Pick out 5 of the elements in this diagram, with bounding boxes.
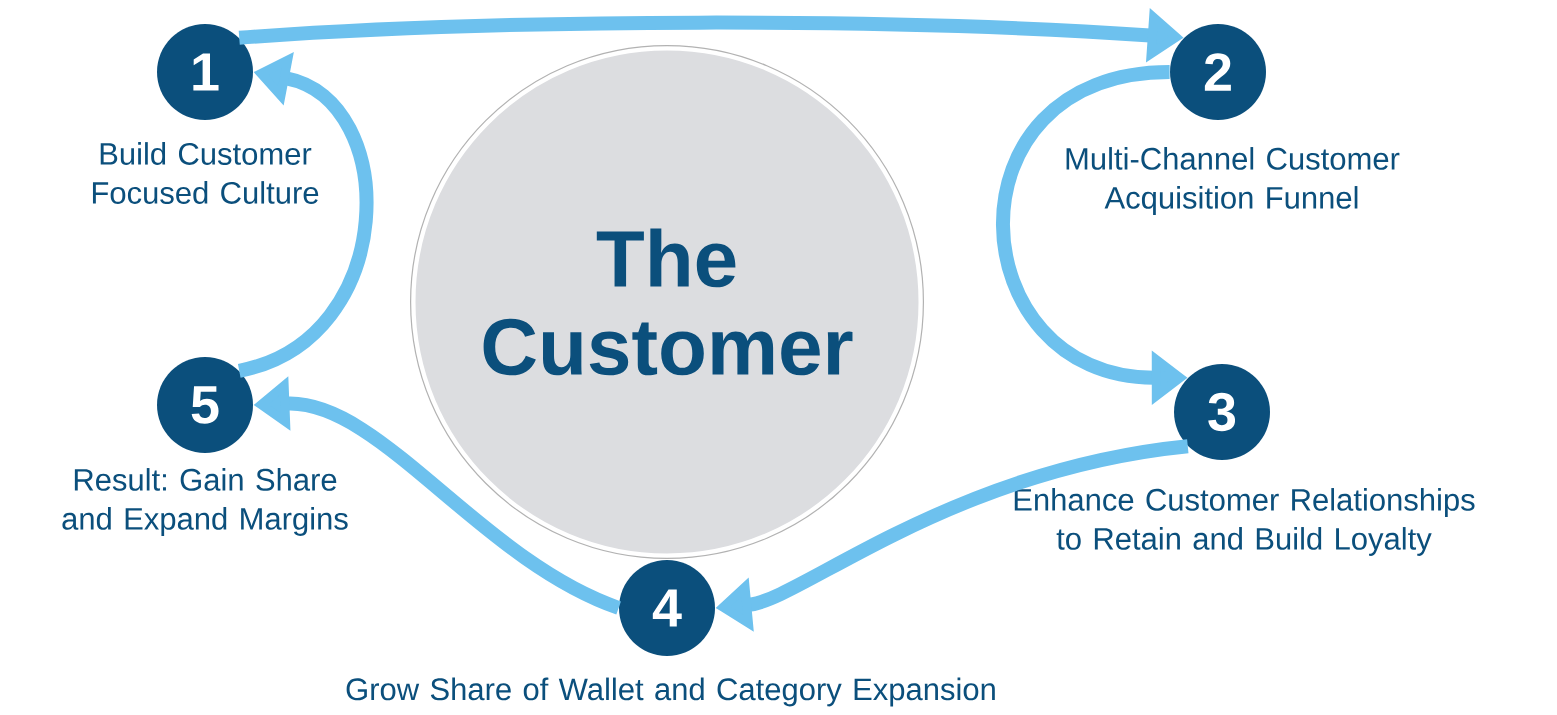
step-description: Grow Share of Wallet and Category Expansion [346,677,995,707]
step-description: Multi-Channel Customer Acquisition Funnel [1066,147,1400,215]
step-description: Enhance Customer Relationships to Retain and Build Loyalty [1014,488,1475,556]
step-description: Build Customer Focused Culture [92,142,319,204]
step-description: Result: Gain Share and Expand Margins [62,468,348,536]
